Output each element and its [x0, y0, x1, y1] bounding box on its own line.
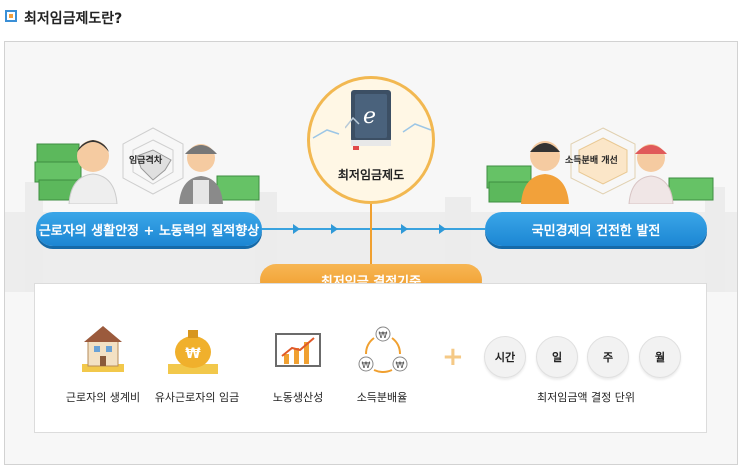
building: [25, 182, 43, 292]
right-goal-label: 국민경제의 건전한 발전: [531, 223, 661, 239]
book-icon: [345, 90, 391, 150]
trend-lines: [312, 123, 432, 139]
vertical-connector: [370, 202, 372, 266]
center-label: 최저임금제도: [337, 168, 405, 182]
building: [705, 187, 725, 292]
unit-week: 주: [587, 336, 629, 378]
unit-day: 일: [536, 336, 578, 378]
svg-text:₩: ₩: [396, 361, 405, 371]
growth-chart-icon: [275, 333, 321, 367]
unit-month: 월: [639, 336, 681, 378]
plus-sign: +: [442, 342, 464, 372]
criteria-item-label: 근로자의 생계비: [65, 391, 141, 404]
house-icon: [82, 326, 124, 372]
right-radar-label: 소득분배 개선: [565, 156, 618, 166]
left-radar-label: 임금격차: [129, 156, 163, 166]
svg-text:₩: ₩: [362, 361, 371, 371]
unit-hour: 시간: [484, 336, 526, 378]
left-people-illustration: [34, 127, 260, 204]
units-caption: 최저임금액 결정 단위: [536, 391, 636, 404]
arrow-right-icon: [293, 224, 300, 234]
money-bag-icon: ₩: [168, 330, 218, 374]
won-cycle-icon: ₩ ₩ ₩: [358, 326, 408, 373]
arrow-right-icon: [331, 224, 338, 234]
left-goal-label: 근로자의 생활안정 + 노동력의 질적향상: [38, 223, 260, 239]
svg-text:₩: ₩: [379, 331, 388, 341]
connector-line: [262, 228, 485, 230]
criteria-item-label: 유사근로자의 임금: [154, 391, 240, 404]
book-letter: e: [363, 104, 377, 129]
svg-text:₩: ₩: [185, 346, 201, 362]
right-goal-pill: 국민경제의 건전한 발전: [485, 212, 707, 246]
arrow-right-icon: [401, 224, 408, 234]
criteria-item-label: 소득분배율: [356, 391, 408, 404]
criteria-item-label: 노동생산성: [272, 391, 324, 404]
arrow-right-icon: [439, 224, 446, 234]
right-people-illustration: [486, 127, 714, 204]
page-title: 최저임금제도란?: [24, 11, 123, 27]
left-goal-pill: 근로자의 생활안정 + 노동력의 질적향상: [36, 212, 262, 246]
title-icon: [5, 10, 17, 22]
